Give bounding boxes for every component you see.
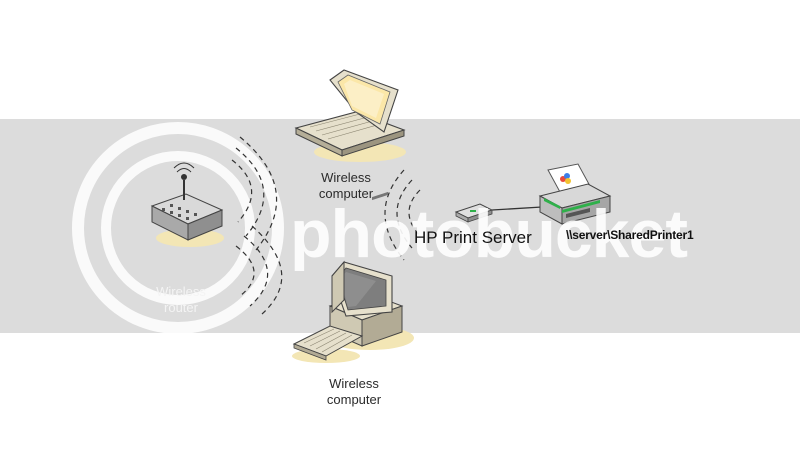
wireless-waves-print-server	[384, 169, 421, 261]
watermark-text: photobucket	[290, 196, 688, 272]
laptop-label: Wireless computer	[318, 170, 374, 201]
print-server-label: HP Print Server	[414, 228, 532, 247]
desktop-icon	[292, 191, 414, 363]
printer-label: \\server\SharedPrinter1	[566, 228, 694, 242]
print-server-icon	[454, 203, 494, 223]
printer-icon	[538, 163, 612, 225]
router-icon	[150, 162, 224, 247]
wireless-waves-router-lower	[235, 225, 283, 315]
wireless-waves-router-upper	[231, 136, 278, 251]
watermark-logo-ring	[72, 122, 284, 334]
laptop-icon	[294, 69, 406, 162]
router-label: Wireless router	[156, 284, 206, 315]
cable-connection	[491, 206, 543, 211]
desktop-label: Wireless computer	[326, 376, 382, 407]
